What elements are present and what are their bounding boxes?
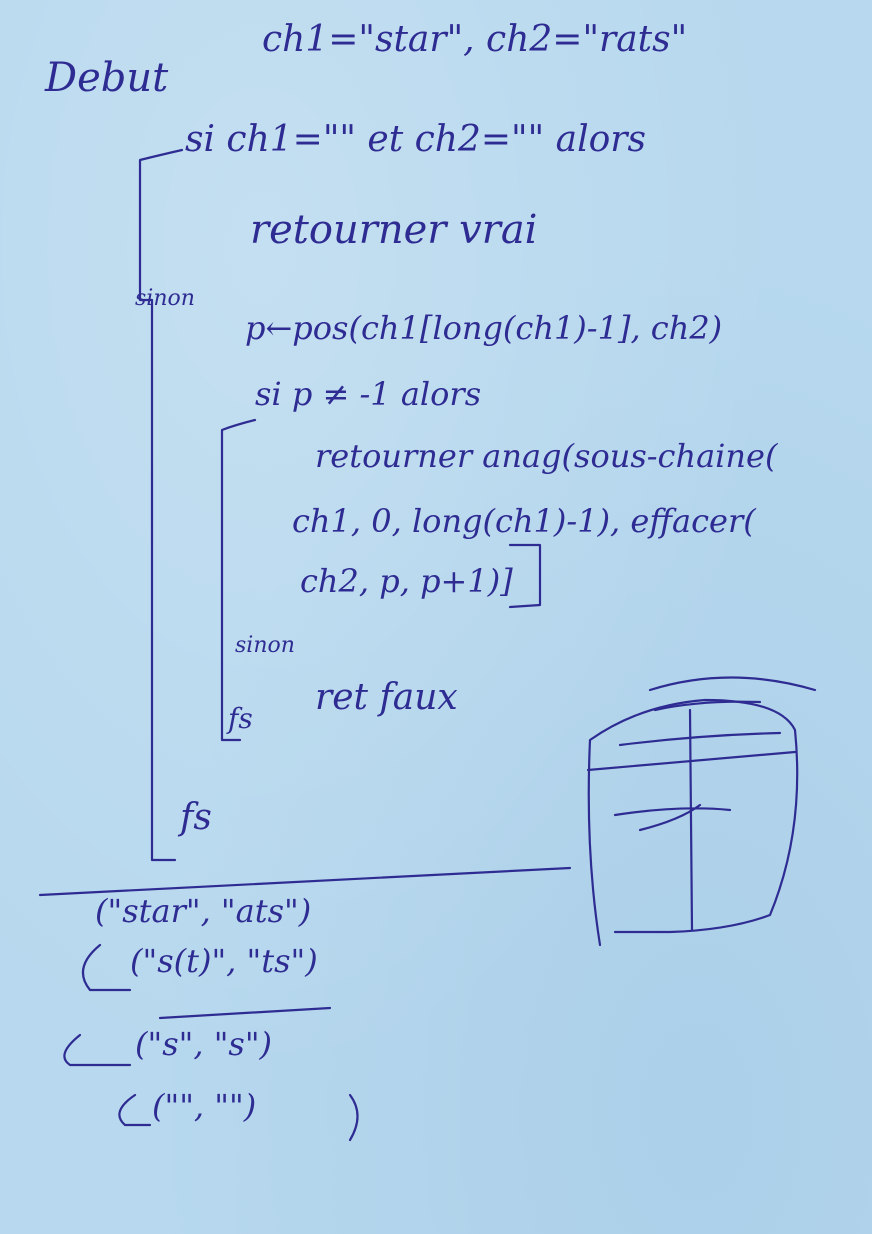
else-inner-label: sinon <box>235 633 295 658</box>
declaration-line: ch1="star", ch2="rats" <box>262 19 688 60</box>
sketch-scribble-1 <box>618 731 782 747</box>
trace-underline <box>158 1006 332 1020</box>
trace-call-2: ("s", "s") <box>135 1025 273 1063</box>
trace-call-1: ("s(t)", "ts") <box>130 942 318 980</box>
separator-line <box>38 866 572 897</box>
trace-arrow-3 <box>118 1093 152 1127</box>
inner-block-bracket <box>220 418 257 742</box>
return-anag-line-2: ch1, 0, long(ch1)-1), effacer( <box>292 502 756 540</box>
trace-paren-1 <box>348 1093 359 1142</box>
sketch-scribble-2 <box>613 803 732 832</box>
end-inner-if: fs <box>228 702 253 735</box>
end-outer-if: fs <box>180 797 212 838</box>
return-anag-line-3: ch2, p, p+1)] <box>300 562 513 600</box>
return-anag-line-1: retourner anag(sous-chaine( <box>315 437 778 475</box>
pos-assignment-line: p←pos(ch1[long(ch1)-1], ch2) <box>245 309 723 347</box>
inner-if-line: si p ≠ -1 alors <box>255 375 482 413</box>
debut-label: Debut <box>45 55 169 101</box>
trace-arrow-2 <box>63 1033 132 1067</box>
sketch-box <box>587 698 799 947</box>
outer-block-bracket <box>138 148 184 862</box>
trace-call-0: ("star", "ats") <box>95 892 312 930</box>
sketch-scribble-3 <box>648 676 817 692</box>
else-outer-label: sinon <box>135 286 195 311</box>
sketch-vertical <box>688 708 694 932</box>
trace-arrow-1 <box>81 943 132 992</box>
return-false-line: ret faux <box>315 677 458 718</box>
trace-call-3: ("", "") <box>152 1087 257 1125</box>
if-empty-line: si ch1="" et ch2="" alors <box>185 119 646 160</box>
closing-bracket <box>508 543 542 609</box>
sketch-scribble-4 <box>653 700 762 712</box>
return-true-line: retourner vrai <box>250 207 538 253</box>
